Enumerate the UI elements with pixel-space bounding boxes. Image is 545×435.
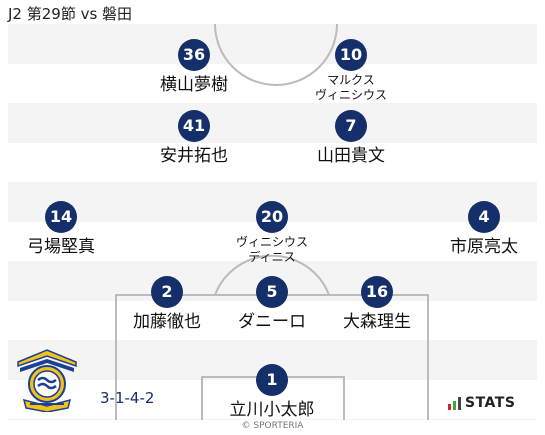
player-card[interactable]: 7 山田貴文 xyxy=(276,110,426,166)
player-card[interactable]: 20 ヴィニシウス ディニス xyxy=(197,201,347,265)
player-name: ヴィニシウス ディニス xyxy=(235,235,308,264)
player-name: 大森理生 xyxy=(343,312,411,332)
player-name: 加藤徹也 xyxy=(133,312,201,332)
player-number-badge: 2 xyxy=(151,276,183,308)
pitch: 36 横山夢樹 10 マルクス ヴィニシウス 41 安井拓也 7 山田貴文 14… xyxy=(8,24,537,420)
player-name: 安井拓也 xyxy=(160,146,228,166)
player-name: マルクス ヴィニシウス xyxy=(314,73,387,102)
player-card[interactable]: 36 横山夢樹 xyxy=(119,39,269,95)
player-name: 市原亮太 xyxy=(450,237,518,257)
player-number-badge: 36 xyxy=(178,39,210,71)
player-number-badge: 14 xyxy=(45,201,77,233)
player-number-badge: 41 xyxy=(178,110,210,142)
player-name: 山田貴文 xyxy=(317,146,385,166)
player-number-badge: 1 xyxy=(256,364,288,396)
player-name: 弓場堅真 xyxy=(27,237,95,257)
stats-logo-text: STATS xyxy=(465,395,516,411)
player-card[interactable]: 5 ダニーロ xyxy=(197,276,347,332)
stats-bars-icon xyxy=(448,397,461,410)
player-number-badge: 10 xyxy=(335,39,367,71)
player-card[interactable]: 4 市原亮太 xyxy=(409,201,537,257)
formation-label: 3-1-4-2 xyxy=(100,389,155,407)
player-name: 横山夢樹 xyxy=(160,75,228,95)
player-number-badge: 20 xyxy=(256,201,288,233)
player-card[interactable]: 1 立川小太郎 xyxy=(197,364,347,420)
player-number-badge: 4 xyxy=(468,201,500,233)
player-card[interactable]: 41 安井拓也 xyxy=(119,110,269,166)
player-card[interactable]: 2 加藤徹也 xyxy=(92,276,242,332)
player-card[interactable]: 10 マルクス ヴィニシウス xyxy=(276,39,426,103)
player-number-badge: 5 xyxy=(256,276,288,308)
team-crest-icon xyxy=(17,349,77,412)
center-circle-arc xyxy=(214,24,338,86)
player-name: 立川小太郎 xyxy=(229,400,315,420)
match-title: J2 第29節 vs 磐田 xyxy=(8,5,133,23)
stats-logo: STATS xyxy=(448,396,515,410)
player-card[interactable]: 16 大森理生 xyxy=(302,276,452,332)
penalty-arc xyxy=(214,254,330,296)
player-number-badge: 16 xyxy=(361,276,393,308)
player-number-badge: 7 xyxy=(335,110,367,142)
copyright-notice: © SPORTERIA xyxy=(241,421,304,431)
player-name: ダニーロ xyxy=(238,312,306,332)
player-card[interactable]: 14 弓場堅真 xyxy=(8,201,136,257)
